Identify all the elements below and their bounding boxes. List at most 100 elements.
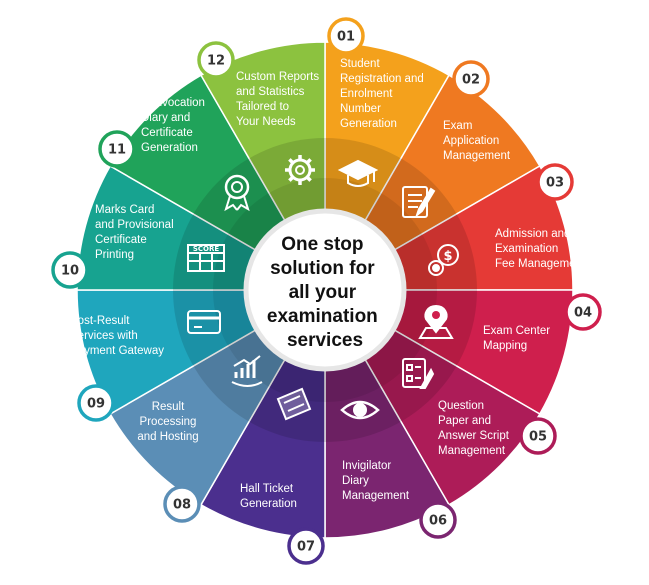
segment-10-label-line: Marks Card: [95, 204, 154, 216]
question-paper-icon: [402, 358, 435, 389]
number-badge-text: 07: [297, 540, 315, 555]
number-badge-circle: [197, 41, 235, 79]
number-badge-02: 02: [452, 60, 490, 98]
segment-08-label-line: Processing: [140, 416, 197, 428]
number-badge-12: 12: [197, 41, 235, 79]
segment-02-label-line: Exam: [443, 120, 472, 132]
number-badge-text: 01: [337, 30, 355, 45]
segment-10-label-line: and Provisional: [95, 219, 174, 231]
number-badge-01: 01: [327, 17, 365, 55]
number-badge-05: 05: [519, 417, 557, 455]
number-badges-layer: 01 02 03 04 05 06 07 08 09 10 11 12: [51, 17, 602, 565]
segment-05-label-line: Answer Script: [438, 430, 510, 442]
segment-12-label-line: Custom Reports: [236, 71, 319, 83]
eye-icon: [340, 400, 380, 420]
number-badge-circle: [419, 501, 457, 539]
segment-11-label-line: Certificate: [141, 127, 193, 139]
number-badge-circle: [519, 417, 557, 455]
center-title-line-2: solution for: [270, 258, 375, 279]
segment-01-label-line: Registration and: [340, 73, 424, 85]
hall-ticket-icon: [276, 387, 312, 421]
payment-card-icon: [187, 310, 221, 334]
segment-09-label-line: Services with: [70, 330, 138, 342]
segment-03-label-line: Admission and: [495, 228, 570, 240]
number-badge-11: 11: [98, 130, 136, 168]
segment-02-label-line: Application: [443, 135, 499, 147]
number-badge-circle: [51, 251, 89, 289]
segment-10-label-line: Printing: [95, 249, 134, 261]
number-badge-text: 03: [546, 176, 564, 191]
center-title-line-3: all your: [289, 282, 357, 303]
number-badge-text: 11: [108, 143, 126, 158]
segment-01-label-line: Enrolment: [340, 88, 393, 100]
segment-08-label-line: and Hosting: [137, 431, 198, 443]
segment-09-label-line: Payment Gateway: [70, 345, 164, 357]
icons-layer: $ SCORE: [187, 155, 459, 421]
number-badge-circle: [98, 130, 136, 168]
number-badge-circle: [287, 527, 325, 565]
score-card-icon: SCORE: [187, 244, 225, 272]
segment-12-label-line: Tailored to: [236, 101, 289, 113]
segment-01-label-line: Student: [340, 58, 380, 70]
segment-05-label-line: Paper and: [438, 415, 491, 427]
number-badge-10: 10: [51, 251, 89, 289]
svg-text:One stop solution for: One stop solution for all your examinati…: [267, 234, 383, 351]
number-badge-text: 12: [207, 54, 225, 69]
number-badge-07: 07: [287, 527, 325, 565]
segment-11-label-line: Generation: [141, 142, 198, 154]
segment-07-label-line: Hall Ticket: [240, 483, 294, 495]
score-label: SCORE: [193, 245, 220, 253]
segment-04-label-line: Exam Center: [483, 325, 550, 337]
number-badge-text: 04: [574, 306, 592, 321]
number-badge-03: 03: [536, 163, 574, 201]
svg-text:$: $: [443, 249, 452, 264]
gear-wrench-icon: [285, 155, 315, 185]
fee-coins-icon: $: [428, 244, 459, 276]
center-hub: One stop solution for all your examinati…: [243, 208, 407, 372]
segment-11-label-line: Diary and: [141, 112, 190, 124]
number-badge-circle: [327, 17, 365, 55]
number-badge-circle: [163, 485, 201, 523]
number-badge-04: 04: [564, 293, 602, 331]
number-badge-08: 08: [163, 485, 201, 523]
number-badge-circle: [536, 163, 574, 201]
segment-11-label-line: Convocation: [141, 97, 205, 109]
segment-03-label-line: Examination: [495, 243, 558, 255]
result-chart-icon: [231, 355, 263, 387]
segment-10-label-line: Certificate: [95, 234, 147, 246]
segment-12-label-line: and Statistics: [236, 86, 305, 98]
segment-08-label-line: Result: [152, 401, 185, 413]
segment-06-label-line: Diary: [342, 475, 369, 487]
segment-05-label-line: Management: [438, 445, 506, 457]
segment-09-label-line: Post-Result: [70, 315, 130, 327]
number-badge-circle: [77, 384, 115, 422]
number-badge-text: 08: [173, 498, 191, 513]
number-badge-06: 06: [419, 501, 457, 539]
number-badge-text: 10: [61, 264, 79, 279]
segment-01-label-line: Number: [340, 103, 381, 115]
number-badge-text: 05: [529, 430, 547, 445]
number-badge-text: 02: [462, 73, 480, 88]
segment-07-label-line: Generation: [240, 498, 297, 510]
number-badge-circle: [564, 293, 602, 331]
graduation-cap-icon: [337, 159, 379, 187]
segment-04-label-line: Mapping: [483, 340, 527, 352]
number-badge-text: 09: [87, 397, 105, 412]
number-badge-text: 06: [429, 514, 447, 529]
segment-02-label-line: Management: [443, 150, 511, 162]
number-badge-circle: [452, 60, 490, 98]
segment-06-label-line: Invigilator: [342, 460, 391, 472]
center-title-line-1: One stop: [281, 234, 363, 255]
